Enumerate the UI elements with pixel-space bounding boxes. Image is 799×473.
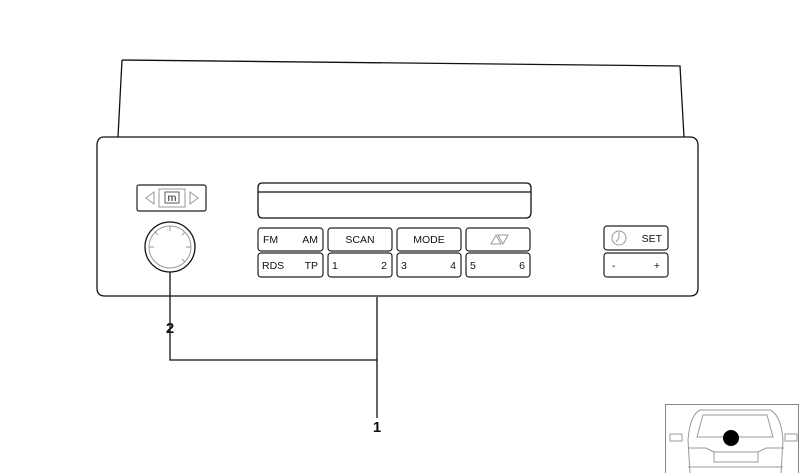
display-slot [257,182,532,219]
radio-housing [117,59,685,138]
preset-1-2-button[interactable]: 1 2 [327,252,393,278]
seek-button[interactable] [465,227,531,252]
clock-set-button[interactable]: SET [603,225,669,251]
preset-1-label: 1 [332,260,338,272]
fm-label: FM [263,234,278,246]
mode-label: MODE [413,234,445,246]
preset-3-label: 3 [401,260,407,272]
preset-5-6-button[interactable]: 5 6 [465,252,531,278]
preset-3-4-button[interactable]: 3 4 [396,252,462,278]
rds-tp-button[interactable]: RDS TP [257,252,324,278]
leader-lines [169,272,378,418]
clock-minus-plus-button[interactable]: - + [603,252,669,278]
scan-button[interactable]: SCAN [327,227,393,252]
preset-2-label: 2 [381,260,387,272]
arrow-left-icon[interactable] [145,191,155,205]
am-label: AM [302,234,318,246]
radio-front-panel [96,136,699,297]
preset-4-label: 4 [450,260,456,272]
volume-knob[interactable] [144,221,196,273]
preset-6-label: 6 [519,260,525,272]
scan-label: SCAN [345,234,374,246]
preset-5-label: 5 [470,260,476,272]
mode-button[interactable]: MODE [396,227,462,252]
minus-label: - [612,260,616,272]
callout-1: 1 [373,419,381,436]
fm-am-button[interactable]: FM AM [257,227,324,252]
set-label: SET [642,233,663,245]
up-down-arrows-icon [490,233,509,246]
clock-icon [611,230,627,246]
m-button-label: m [168,192,177,204]
car-rear-icon [665,404,799,473]
arrow-right-icon[interactable] [189,191,199,205]
m-button-group[interactable]: m [136,184,207,212]
plus-label: + [654,260,660,272]
tp-label: TP [305,260,318,272]
callout-2: 2 [166,320,174,337]
rds-label: RDS [262,260,284,272]
